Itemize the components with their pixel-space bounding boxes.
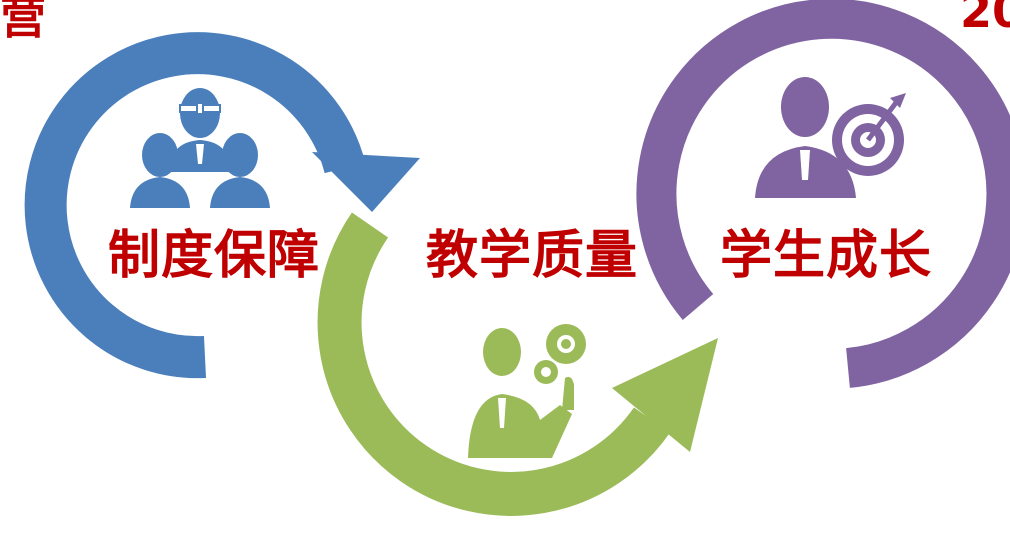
purple-cycle-arrow xyxy=(636,0,1010,388)
teacher-gears-icon xyxy=(468,324,586,458)
label-teaching-quality: 教学质量 xyxy=(426,226,639,286)
blue-cycle-arrow xyxy=(24,32,420,379)
person-target-icon xyxy=(755,77,906,198)
corner-right-text: 20 xyxy=(960,0,1010,38)
label-student-growth: 学生成长 xyxy=(720,226,933,286)
label-system-guarantee: 制度保障 xyxy=(108,226,321,286)
team-leader-icon xyxy=(130,88,270,208)
green-cycle-arrow xyxy=(317,212,718,516)
corner-left-text: 营 xyxy=(0,0,46,44)
